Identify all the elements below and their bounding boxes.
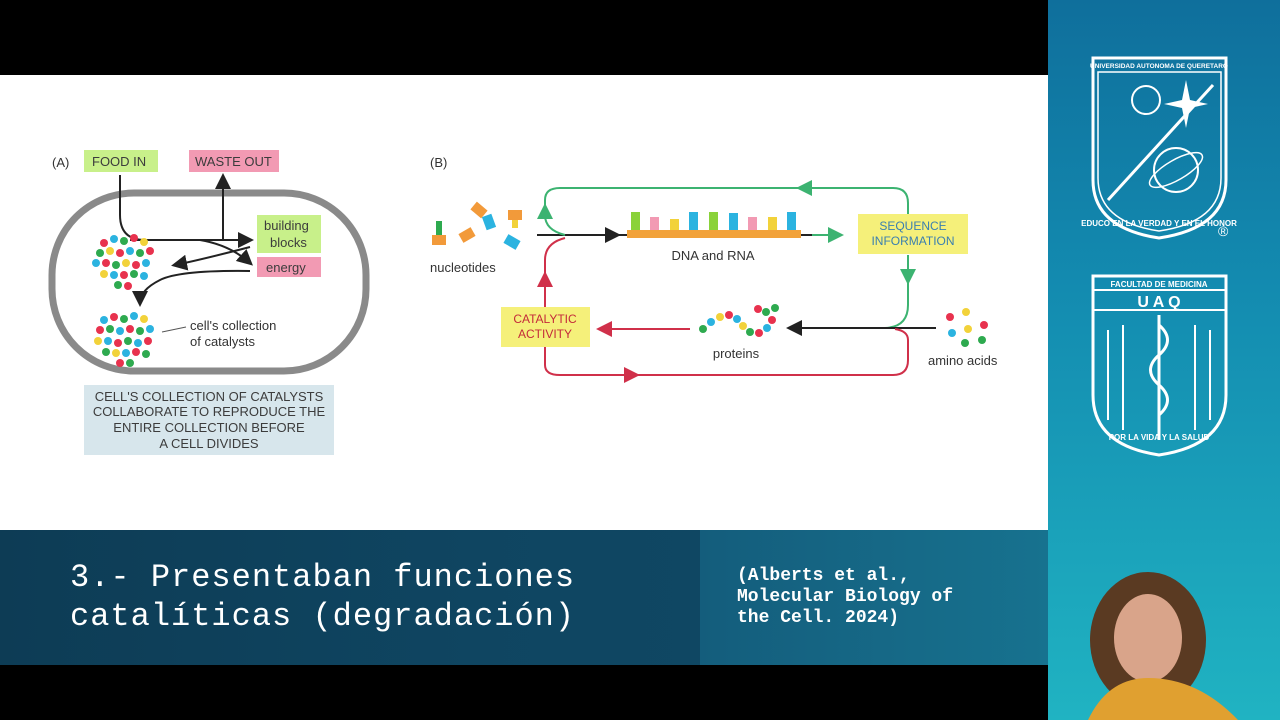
panel-a-caption-line4: A CELL DIVIDES: [159, 436, 259, 451]
nucleotide-pieces: [432, 201, 522, 250]
main-caption-text: 3.- Presentaban funciones catalíticas (d…: [70, 559, 576, 635]
food-in-arrow: [119, 175, 146, 241]
amino-acid-dots: [946, 308, 988, 347]
cell-membrane: [48, 189, 370, 375]
diagram-figure: (A) FOOD IN WASTE OUT building blocks en…: [48, 150, 998, 455]
catalyst-cluster-top: [92, 234, 154, 290]
faculty-abbrev: U A Q: [1137, 294, 1180, 311]
top-letterbox: [0, 0, 1048, 75]
protein-chain: [699, 304, 779, 337]
uaq-university-shield: UNIVERSIDAD AUTONOMA DE QUERETARO EDUCO …: [1081, 56, 1237, 240]
food-in-label: FOOD IN: [92, 154, 146, 169]
compass-star-icon: [1164, 80, 1208, 128]
slide-area: (A) FOOD IN WASTE OUT building blocks en…: [0, 75, 1048, 530]
panel-b-label: (B): [430, 155, 447, 170]
building-blocks-box: [257, 215, 321, 253]
figure-icon: [1131, 85, 1161, 115]
logo-sidebar: UNIVERSIDAD AUTONOMA DE QUERETARO EDUCO …: [1048, 0, 1280, 720]
university-name: UNIVERSIDAD AUTONOMA DE QUERETARO: [1090, 63, 1228, 70]
waste-out-label: WASTE OUT: [195, 154, 272, 169]
to-energy-arrow: [199, 239, 253, 266]
catalytic-activity-line1: CATALYTIC: [513, 312, 577, 326]
building-blocks-line1: building: [264, 218, 309, 233]
amino-acids-label: amino acids: [928, 353, 998, 368]
proteins-label: proteins: [713, 346, 760, 361]
bottom-letterbox: [0, 665, 1048, 720]
panel-b: (B) nucleotides: [430, 155, 998, 383]
panel-a-caption-line1: CELL'S COLLECTION OF CATALYSTS: [95, 389, 324, 404]
globe-icon: [1153, 147, 1199, 193]
catalysts-label-line2: of catalysts: [190, 334, 256, 349]
faculty-name: FACULTAD DE MEDICINA: [1110, 280, 1207, 289]
dna-rna-label: DNA and RNA: [671, 248, 754, 263]
faculty-medicina-shield: FACULTAD DE MEDICINA U A Q POR LA VIDA Y…: [1091, 274, 1228, 457]
building-columns-icon: [1107, 325, 1211, 430]
panel-a-caption-line3: ENTIRE COLLECTION BEFORE: [113, 420, 305, 435]
dna-rna-strand: [627, 230, 801, 238]
green-loop-top: [544, 187, 909, 236]
nucleotides-label: nucleotides: [430, 260, 496, 275]
reference-panel: [700, 530, 1048, 665]
registered-mark: ®: [1218, 223, 1229, 239]
catalytic-activity-box: [501, 307, 590, 347]
sequence-info-line2: INFORMATION: [871, 234, 954, 248]
food-in-box: [84, 150, 158, 172]
energy-label: energy: [266, 260, 306, 275]
dna-rna-bases: [631, 212, 796, 230]
green-loop-right: [884, 255, 909, 329]
blocks-back-arrow: [171, 246, 251, 271]
panel-a-label: (A): [52, 155, 69, 170]
energy-box: [257, 257, 321, 277]
faculty-motto: POR LA VIDA Y LA SALUD: [1109, 433, 1210, 442]
panel-a-caption-line2: COLLABORATE TO REPRODUCE THE: [93, 404, 326, 419]
red-loop-bottom: [544, 328, 909, 376]
caption-banner: 3.- Presentaban funciones catalíticas (d…: [0, 530, 1048, 665]
panel-a: (A) FOOD IN WASTE OUT building blocks en…: [48, 150, 370, 455]
to-catalysts-arrow: [132, 269, 251, 307]
panel-a-caption-box: [84, 385, 334, 455]
catalysts-pointer-line: [161, 326, 187, 333]
logos-svg: UNIVERSIDAD AUTONOMA DE QUERETARO EDUCO …: [1081, 56, 1237, 457]
catalyst-cluster-bottom: [94, 312, 154, 367]
sequence-info-line1: SEQUENCE: [879, 219, 946, 233]
sequence-information-box: [858, 214, 968, 254]
red-loop-up: [544, 237, 566, 307]
catalytic-activity-line2: ACTIVITY: [518, 327, 572, 341]
university-motto: EDUCO EN LA VERDAD Y EN EL HONOR: [1081, 219, 1237, 228]
building-blocks-line2: blocks: [270, 235, 307, 250]
waste-out-box: [189, 150, 279, 172]
presenter-webcam: [1088, 572, 1238, 720]
reference-caption-text: (Alberts et al., Molecular Biology of th…: [737, 566, 954, 628]
catalysts-label-line1: cell's collection: [190, 318, 276, 333]
